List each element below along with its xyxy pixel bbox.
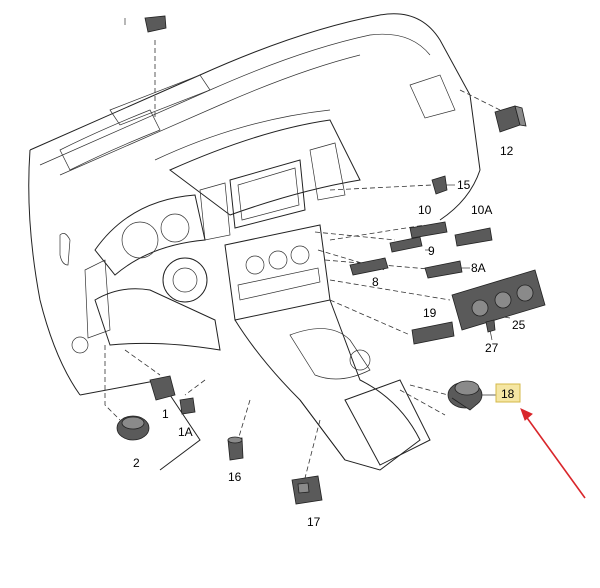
dashboard-outline [28,13,481,471]
part-25-climate-control[interactable] [451,269,546,331]
part-15-bracket[interactable] [431,175,448,195]
part-top-connector[interactable] [144,15,167,33]
label-15: 15 [457,178,471,192]
part-18-rotary-switch[interactable] [447,380,483,411]
part-1a-switch[interactable] [179,397,196,415]
label-18-highlight [495,383,521,403]
label-17: 17 [307,515,321,529]
label-8a: 8A [471,261,486,275]
label-19: 19 [423,306,437,320]
pointer-arrow [520,408,586,499]
label-8: 8 [372,275,379,289]
label-1: 1 [162,407,169,421]
label-12: 12 [500,144,514,158]
part-labels: 12 15 10 10A 9 8A 8 19 25 27 18 1 1A 2 1… [133,144,526,529]
part-12-module[interactable] [494,105,527,133]
part-8a-switch[interactable] [424,260,463,279]
label-18: 18 [501,387,515,401]
label-1a: 1A [178,425,193,439]
part-27-bulb[interactable] [485,319,496,333]
part-8-switch[interactable] [349,257,389,276]
part-16-socket[interactable] [227,436,244,461]
label-10a: 10A [471,203,492,217]
part-19-switch[interactable] [411,321,455,345]
label-10: 10 [418,203,432,217]
label-2: 2 [133,456,140,470]
label-25: 25 [512,318,526,332]
label-16: 16 [228,470,242,484]
label-27: 27 [485,341,499,355]
part-10a-switch[interactable] [454,227,493,247]
part-9-switch[interactable] [389,236,423,253]
part-1-switch[interactable] [149,375,176,401]
part-2-rotary-switch[interactable] [116,415,150,441]
label-9: 9 [428,244,435,258]
part-10-switch[interactable] [409,221,448,239]
part-17-socket[interactable] [291,475,323,505]
